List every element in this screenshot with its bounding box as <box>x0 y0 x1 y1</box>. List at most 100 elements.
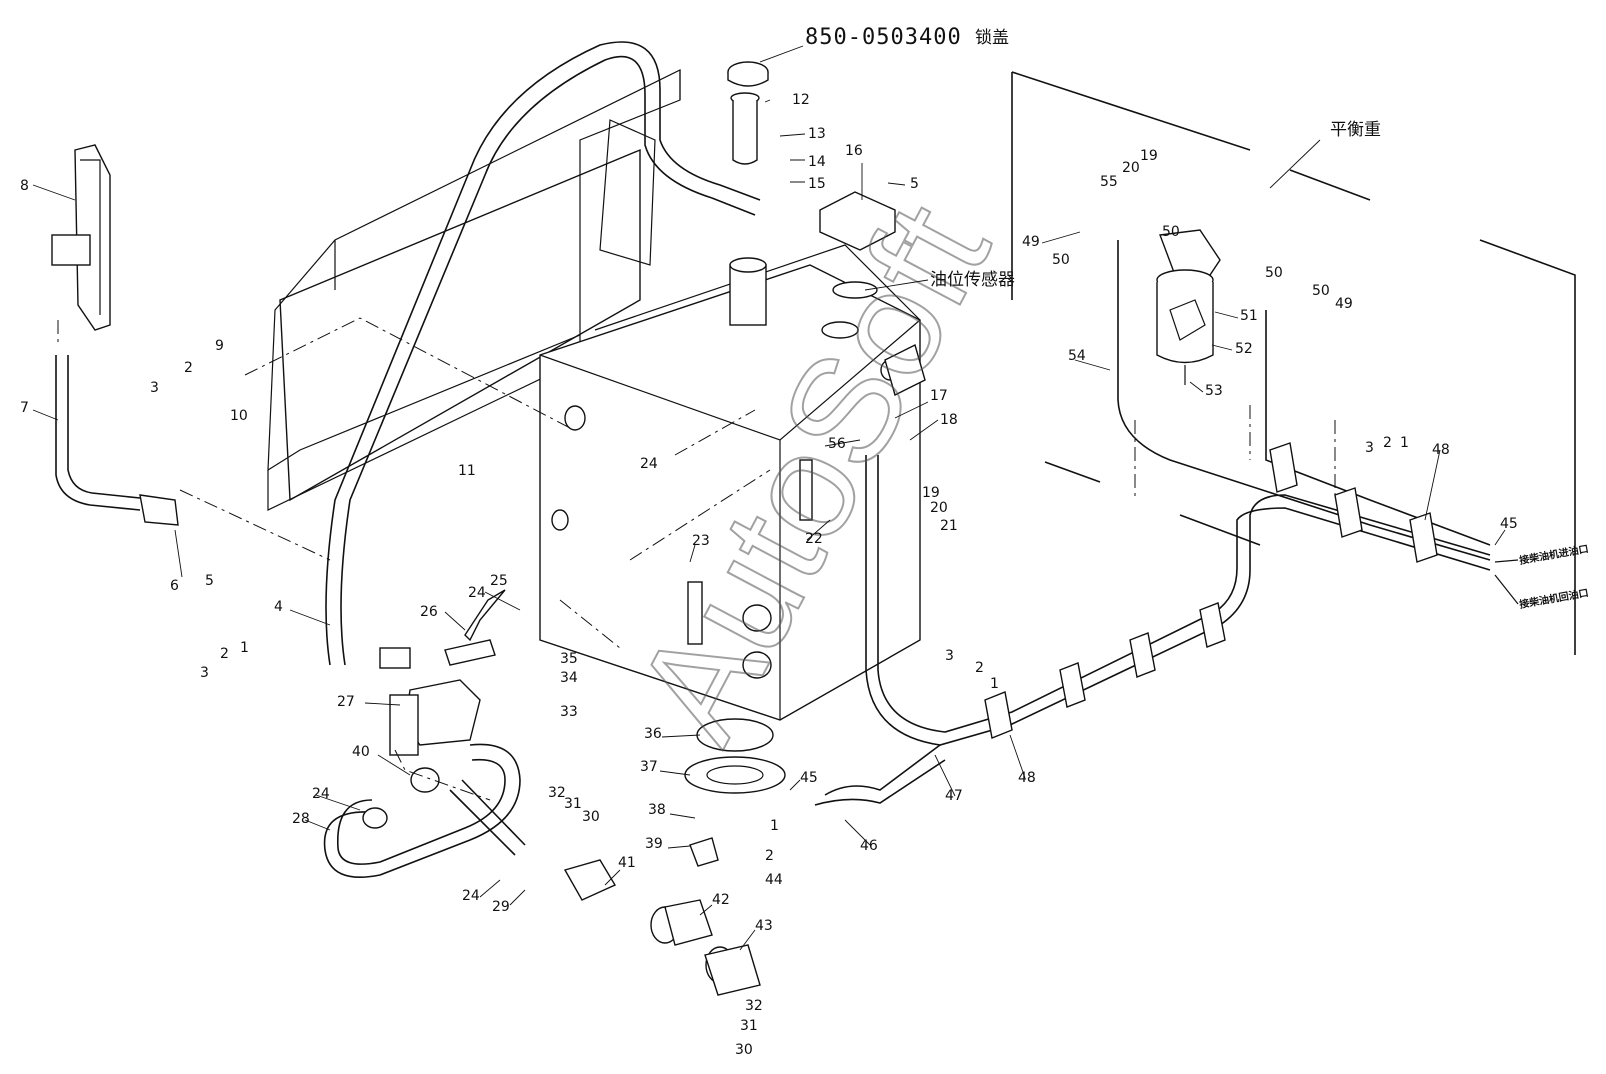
callout-7: 7 <box>20 400 29 416</box>
callout-30b: 30 <box>735 1042 753 1058</box>
fuel-tank <box>539 244 926 721</box>
callout-31b: 31 <box>740 1018 758 1034</box>
callout-45b: 45 <box>1500 516 1518 532</box>
callout-43: 43 <box>755 918 773 934</box>
callout-29: 29 <box>492 899 510 915</box>
mirror-assembly <box>51 144 179 526</box>
handrail-bracket <box>379 647 411 669</box>
callout-3b: 3 <box>200 665 209 681</box>
callout-2b: 2 <box>220 646 229 662</box>
callout-15: 15 <box>808 176 826 192</box>
callout-9: 9 <box>215 338 224 354</box>
callout-40: 40 <box>352 744 370 760</box>
callout-19b: 19 <box>1140 148 1158 164</box>
part-name: 锁盖 <box>975 28 1009 48</box>
callout-2d: 2 <box>975 660 984 676</box>
leader-lines <box>32 99 1506 951</box>
callout-53: 53 <box>1205 383 1223 399</box>
engine-inlet-label: 接柴油机进油口 <box>1518 542 1589 567</box>
callout-55: 55 <box>1100 174 1118 190</box>
sensor-bracket <box>819 191 896 251</box>
callout-33: 33 <box>560 704 578 720</box>
callout-1b: 1 <box>770 818 779 834</box>
callout-4: 4 <box>274 599 283 615</box>
callout-48a: 48 <box>1018 770 1036 786</box>
callout-34: 34 <box>560 670 578 686</box>
callout-24d: 24 <box>462 888 480 904</box>
callout-1c: 1 <box>990 676 999 692</box>
callout-1a: 1 <box>240 640 249 656</box>
callout-54: 54 <box>1068 348 1086 364</box>
callout-46: 46 <box>860 838 878 854</box>
callout-3d: 3 <box>1365 440 1374 456</box>
callout-37: 37 <box>640 759 658 775</box>
callout-16: 16 <box>845 143 863 159</box>
callout-10: 10 <box>230 408 248 424</box>
callout-18: 18 <box>940 412 958 428</box>
callout-5b: 5 <box>910 176 919 192</box>
callout-51: 51 <box>1240 308 1258 324</box>
lower-assembly <box>323 589 761 996</box>
callout-50b: 50 <box>1162 224 1180 240</box>
callout-14: 14 <box>808 154 826 170</box>
pipe-clamps <box>984 442 1438 739</box>
callout-24c: 24 <box>312 786 330 802</box>
callout-49b: 49 <box>1335 296 1353 312</box>
callout-48b: 48 <box>1432 442 1450 458</box>
callout-2a: 2 <box>184 360 193 376</box>
callout-50a: 50 <box>1052 252 1070 268</box>
callout-27: 27 <box>337 694 355 710</box>
callout-45a: 45 <box>800 770 818 786</box>
callout-39: 39 <box>645 836 663 852</box>
callout-32b: 32 <box>745 998 763 1014</box>
assembly-lines <box>57 317 1336 801</box>
fuel-level-sensor-label: 油位传感器 <box>930 270 1015 290</box>
fuel-lines <box>814 240 1491 806</box>
callout-19a: 19 <box>922 485 940 501</box>
callout-2c: 2 <box>765 848 774 864</box>
callout-21: 21 <box>940 518 958 534</box>
callout-3a: 3 <box>150 380 159 396</box>
callout-49a: 49 <box>1022 234 1040 250</box>
callout-52: 52 <box>1235 341 1253 357</box>
callout-13: 13 <box>808 126 826 142</box>
filler-assembly <box>727 61 769 326</box>
callout-20b: 20 <box>1122 160 1140 176</box>
callout-24b: 24 <box>468 585 486 601</box>
callout-24a: 24 <box>640 456 658 472</box>
fuel-level-sensor-flange <box>832 281 878 299</box>
fuel-filter <box>1156 229 1221 385</box>
callout-1d: 1 <box>1400 435 1409 451</box>
callout-41: 41 <box>618 855 636 871</box>
callout-38: 38 <box>648 802 666 818</box>
callout-11: 11 <box>458 463 476 479</box>
callout-6: 6 <box>170 578 179 594</box>
callout-32a: 32 <box>548 785 566 801</box>
handrail <box>325 41 761 669</box>
callout-2e: 2 <box>1383 435 1392 451</box>
callout-44: 44 <box>765 872 783 888</box>
callout-17: 17 <box>930 388 948 404</box>
callout-5a: 5 <box>205 573 214 589</box>
callout-23: 23 <box>692 533 710 549</box>
callout-20a: 20 <box>930 500 948 516</box>
callout-47: 47 <box>945 788 963 804</box>
callout-42: 42 <box>712 892 730 908</box>
callout-12: 12 <box>792 92 810 108</box>
callout-31a: 31 <box>564 796 582 812</box>
callout-26: 26 <box>420 604 438 620</box>
callout-30a: 30 <box>582 809 600 825</box>
callout-28: 28 <box>292 811 310 827</box>
callout-50c: 50 <box>1265 265 1283 281</box>
counterweight-label: 平衡重 <box>1330 120 1381 140</box>
part-number: 850-0503400 <box>805 25 962 50</box>
callout-22: 22 <box>805 531 823 547</box>
callout-8: 8 <box>20 178 29 194</box>
part-number-leader <box>759 45 804 63</box>
callout-35: 35 <box>560 651 578 667</box>
callout-25: 25 <box>490 573 508 589</box>
drain-flange <box>684 718 786 867</box>
callout-50d: 50 <box>1312 283 1330 299</box>
